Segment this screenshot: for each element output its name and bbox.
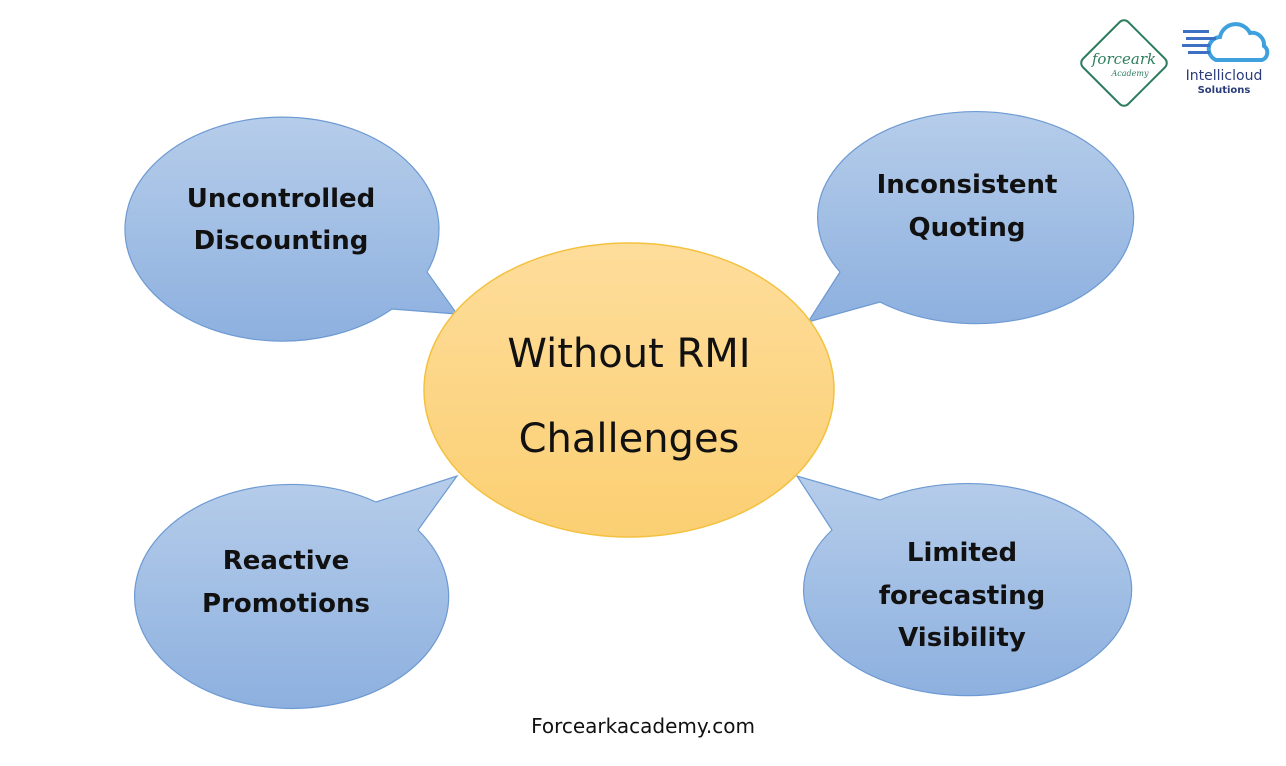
intellicloud-logo-sub: Solutions bbox=[1198, 85, 1251, 96]
bubble-text: forecasting bbox=[879, 581, 1046, 611]
cloud-icon bbox=[1182, 22, 1270, 62]
bubble-text: Inconsistent bbox=[877, 170, 1058, 200]
center-ellipse: Without RMI Challenges bbox=[423, 242, 835, 538]
forceark-logo-sub: Academy bbox=[1111, 69, 1149, 78]
bubble-text: Uncontrolled bbox=[187, 184, 376, 214]
forceark-logo: forceark Academy bbox=[1080, 19, 1168, 107]
intellicloud-logo-text: Intellicloud bbox=[1186, 68, 1263, 84]
bubble-text: Quoting bbox=[909, 213, 1026, 243]
bubble-text: Reactive bbox=[223, 546, 350, 576]
bubble-text: Promotions bbox=[202, 589, 370, 619]
bubble-text: Limited bbox=[907, 538, 1017, 568]
bubble-reactive-promotions: Reactive Promotions bbox=[134, 474, 459, 710]
center-title: Without RMI bbox=[507, 331, 750, 377]
intellicloud-logo: Intellicloud Solutions bbox=[1182, 22, 1270, 96]
bubble-uncontrolled-discounting: Uncontrolled Discounting bbox=[124, 116, 459, 342]
bubble-inconsistent-quoting: Inconsistent Quoting bbox=[806, 111, 1135, 325]
forceark-logo-text: forceark bbox=[1091, 50, 1156, 68]
bubble-limited-forecasting: Limited forecasting Visibility bbox=[795, 474, 1133, 697]
bubble-text: Discounting bbox=[194, 226, 369, 256]
footer-website: Forcearkacademy.com bbox=[531, 714, 755, 738]
center-subtitle: Challenges bbox=[519, 416, 740, 462]
bubble-text: Visibility bbox=[898, 623, 1026, 653]
